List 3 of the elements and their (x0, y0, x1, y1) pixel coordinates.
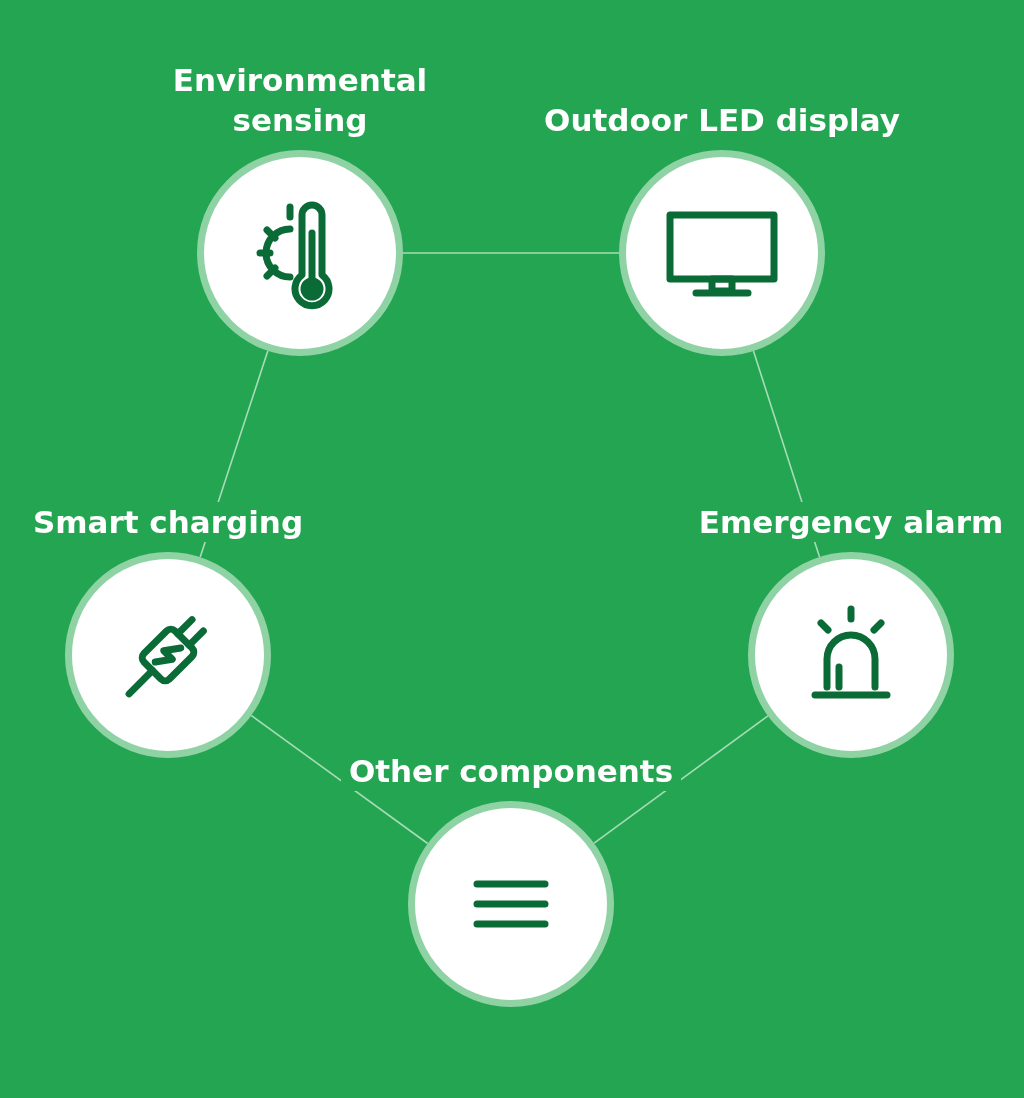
connector-line (402, 252, 620, 254)
connector-line (593, 715, 769, 844)
connector-line (250, 714, 429, 845)
